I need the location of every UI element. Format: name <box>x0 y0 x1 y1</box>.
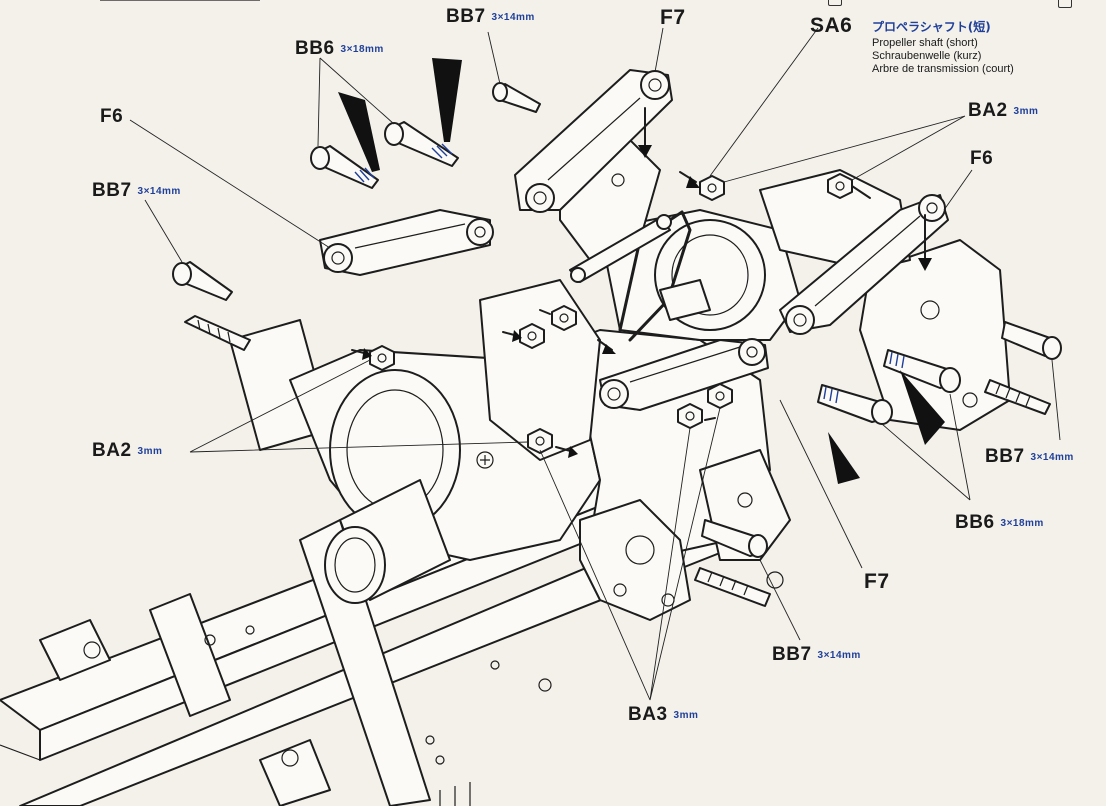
label-f7-top: F7 <box>660 6 686 29</box>
label-sa6: SA6 <box>810 14 853 37</box>
label-sa6-japanese: プロペラシャフト(短) <box>872 20 991 34</box>
corner-mark-right <box>1058 0 1072 8</box>
suspension-link-icon <box>319 69 949 411</box>
leader-lines <box>129 27 1061 701</box>
nut-icon <box>369 173 853 454</box>
label-f6-left: F6 <box>100 106 124 127</box>
arrow-icon <box>338 58 945 484</box>
label-f6-right: F6 <box>970 148 994 169</box>
corner-mark-mid <box>828 0 842 6</box>
label-sa6-description: Propeller shaft (short) Schraubenwelle (… <box>872 37 1014 75</box>
label-f7-bottom: F7 <box>864 570 890 593</box>
propeller-shaft-icon <box>569 210 711 342</box>
